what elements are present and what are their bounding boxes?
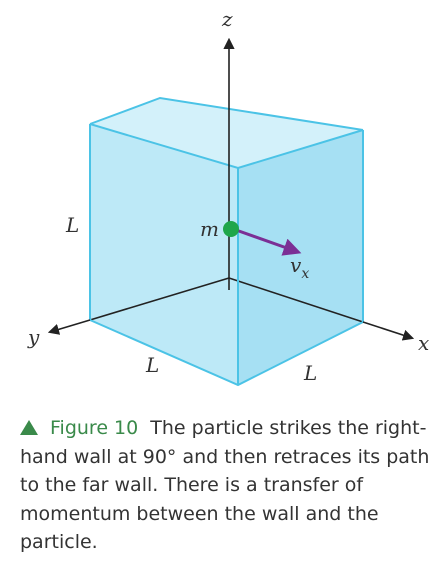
y-axis [47,319,91,335]
figure-label: Figure 10 [50,417,139,439]
x-axis-label: x [418,331,429,355]
edge-label-left: L [65,213,79,237]
particle [223,221,239,237]
cube-edges [89,96,364,387]
caption-triangle-icon [20,420,38,435]
velocity-symbol: v [290,253,302,277]
x-axis-hidden [228,277,364,323]
particle-label: m [200,217,219,241]
cube-front-face [90,124,238,385]
figure-caption: Figure 10 The particle strikes the right… [20,414,430,557]
cube-diagram: z y x L L L m vx [27,7,429,387]
y-axis-label: y [27,325,40,349]
velocity-label: vx [290,253,309,282]
cube-side-face [238,130,363,385]
caption-text: The particle strikes the right-hand wall… [20,417,430,553]
y-axis-hidden [89,277,230,321]
edge-label-bottom-right: L [303,361,317,385]
velocity-subscript: x [301,266,309,282]
velocity-arrow [235,228,302,256]
z-axis-label: z [221,7,233,31]
edge-label-bottom-left: L [145,353,159,377]
x-axis [362,321,415,341]
